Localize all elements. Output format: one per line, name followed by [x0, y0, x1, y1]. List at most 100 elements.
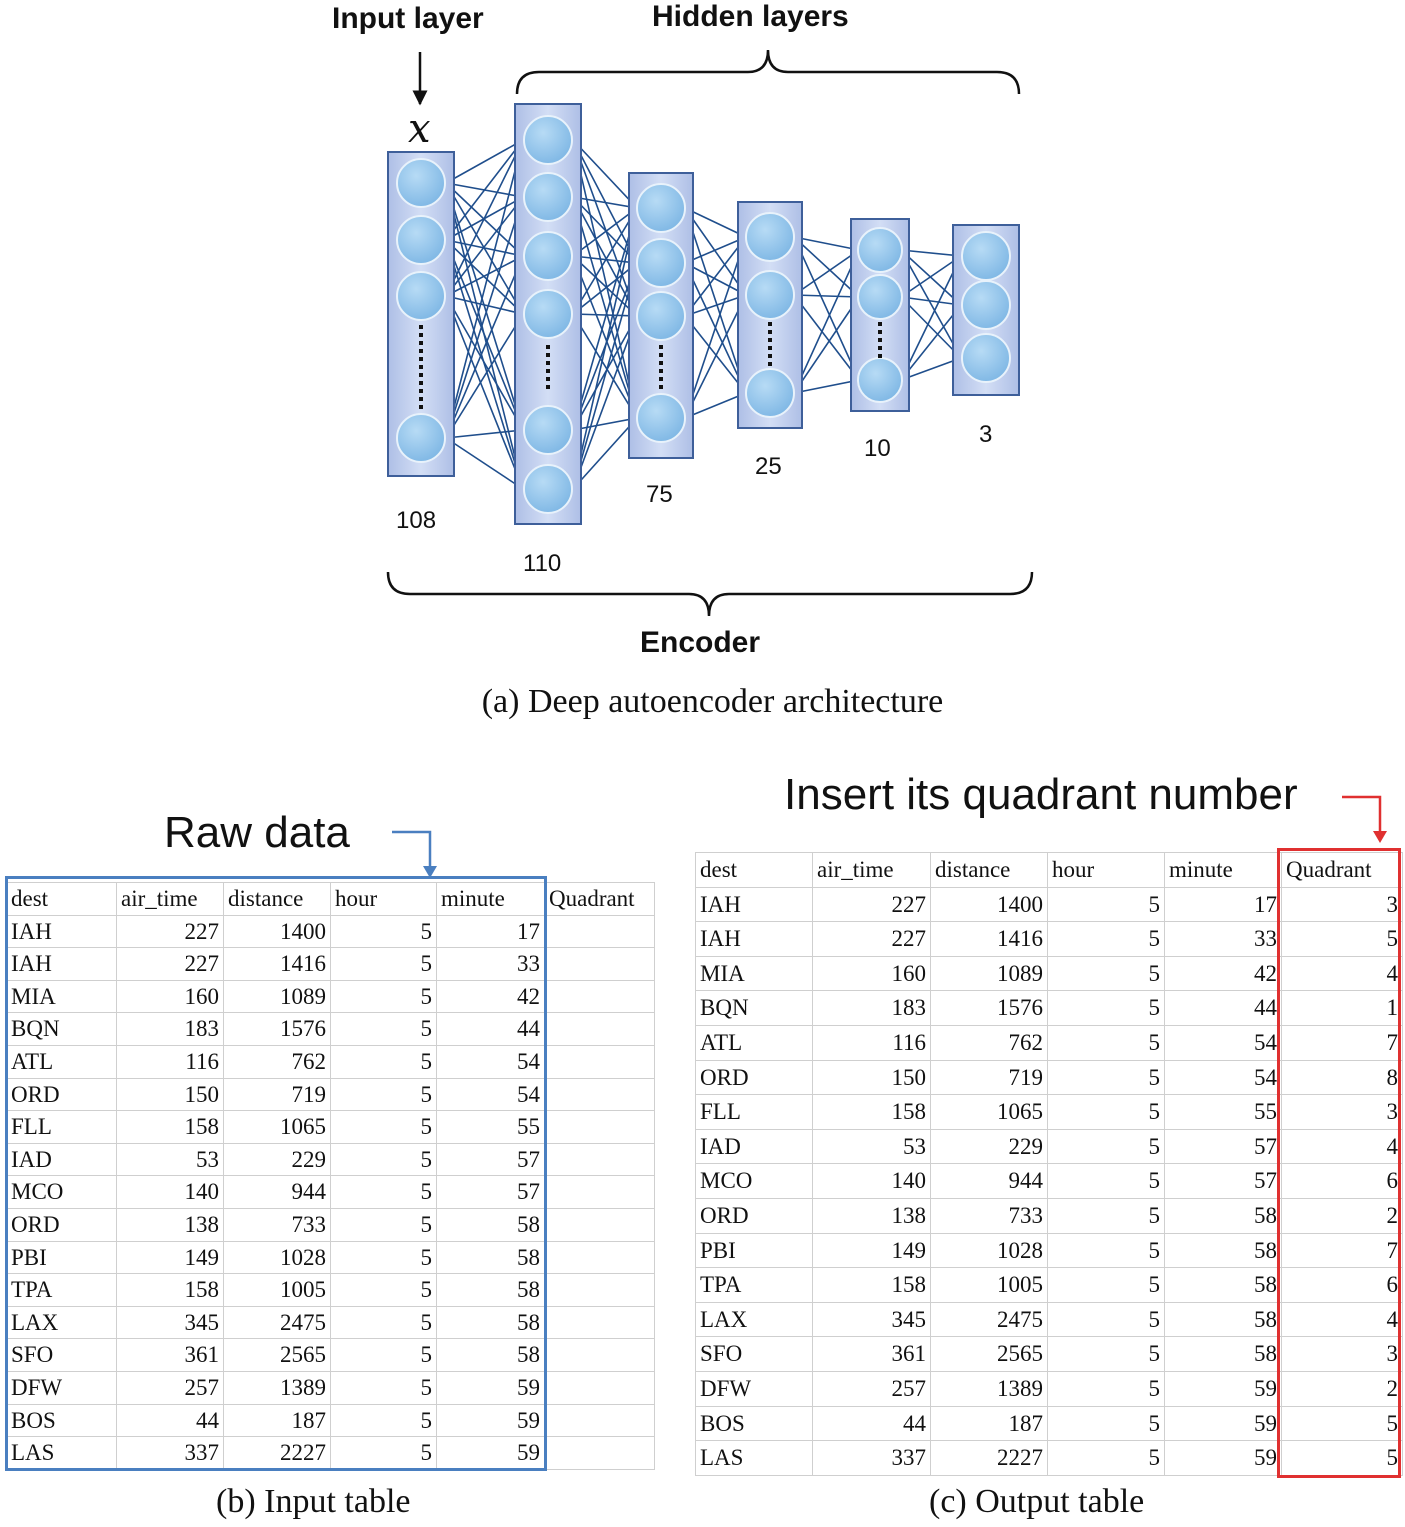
- connection-edge: [684, 262, 747, 296]
- table-cell: 5: [1047, 1232, 1165, 1269]
- table-cell: 59: [436, 1370, 545, 1405]
- table-cell: 58: [436, 1338, 545, 1372]
- column-header: minute: [1164, 852, 1282, 888]
- connection-edge: [684, 236, 747, 264]
- table-cell: 42: [1164, 955, 1282, 992]
- connection-edge: [684, 315, 747, 394]
- connection-edge: [445, 139, 524, 184]
- table-cell: 361: [812, 1336, 931, 1372]
- table-cell: [544, 1175, 655, 1209]
- table-cell: BQN: [6, 1012, 117, 1046]
- neuron-node: [636, 291, 686, 341]
- table-cell: 5: [1047, 921, 1165, 957]
- input-table-caption: (b) Input table: [216, 1483, 411, 1520]
- table-cell: TPA: [6, 1273, 117, 1307]
- table-cell: 5: [1047, 1059, 1165, 1096]
- table-cell: 7: [1281, 1232, 1403, 1269]
- table-cell: 138: [116, 1207, 224, 1242]
- table-cell: [544, 979, 655, 1014]
- table-cell: 5: [330, 1403, 437, 1438]
- table-cell: 44: [436, 1012, 545, 1046]
- table-cell: 158: [812, 1094, 931, 1130]
- connection-edge: [572, 207, 638, 257]
- table-cell: 116: [812, 1024, 931, 1061]
- column-header: minute: [436, 882, 545, 916]
- table-cell: 58: [1164, 1232, 1282, 1269]
- neuron-node: [523, 231, 573, 281]
- neuron-node: [523, 115, 573, 165]
- neuron-node: [961, 231, 1011, 281]
- connection-edge: [900, 255, 962, 381]
- table-cell: 1576: [930, 990, 1048, 1026]
- table-cell: 762: [930, 1024, 1048, 1061]
- table-cell: 158: [116, 1110, 224, 1144]
- table-cell: 5: [1281, 1440, 1403, 1476]
- column-header: hour: [1047, 852, 1165, 888]
- table-cell: 733: [223, 1207, 331, 1242]
- column-header: distance: [930, 852, 1048, 888]
- table-cell: 1089: [930, 955, 1048, 992]
- table-cell: 1028: [930, 1232, 1048, 1269]
- table-cell: 1005: [223, 1273, 331, 1307]
- table-cell: 58: [436, 1240, 545, 1275]
- column-header: distance: [223, 882, 331, 916]
- table-cell: 5: [1281, 1405, 1403, 1442]
- connection-edge: [445, 139, 526, 439]
- table-cell: SFO: [695, 1336, 813, 1372]
- input-symbol: x: [408, 106, 431, 152]
- table-cell: MIA: [6, 979, 117, 1014]
- table-cell: IAH: [695, 921, 813, 957]
- table-cell: 5: [330, 914, 437, 949]
- connection-edge: [900, 304, 962, 381]
- connection-edge: [445, 196, 524, 297]
- connection-edge: [684, 236, 748, 419]
- connection-edge: [572, 315, 639, 490]
- connection-edge: [793, 236, 860, 298]
- table-cell: 337: [812, 1440, 931, 1476]
- connection-edge: [572, 207, 638, 315]
- connection-edge: [572, 262, 639, 490]
- table-cell: 337: [116, 1436, 224, 1470]
- connection-edge: [684, 294, 747, 419]
- table-cell: 58: [436, 1305, 545, 1340]
- connection-edge: [572, 196, 638, 317]
- table-cell: 5: [1281, 921, 1403, 957]
- connection-edge: [572, 139, 638, 209]
- table-cell: 150: [116, 1077, 224, 1112]
- table-cell: 17: [1164, 886, 1282, 923]
- table-cell: [544, 1110, 655, 1144]
- table-cell: TPA: [695, 1267, 813, 1303]
- table-cell: 227: [116, 914, 224, 949]
- table-cell: 4: [1281, 1301, 1403, 1338]
- table-cell: 5: [330, 1240, 437, 1275]
- table-cell: 54: [1164, 1024, 1282, 1061]
- table-cell: 187: [223, 1403, 331, 1438]
- connection-edge: [445, 255, 524, 439]
- table-cell: 57: [436, 1142, 545, 1177]
- column-header: air_time: [116, 882, 224, 916]
- table-cell: 5: [1047, 1197, 1165, 1234]
- column-header: hour: [330, 882, 437, 916]
- table-cell: IAD: [695, 1128, 813, 1165]
- table-cell: 5: [1047, 990, 1165, 1026]
- table-cell: 59: [436, 1436, 545, 1470]
- table-cell: 57: [436, 1175, 545, 1209]
- connection-edge: [572, 139, 640, 419]
- table-cell: 54: [436, 1044, 545, 1079]
- table-cell: 2: [1281, 1370, 1403, 1407]
- neuron-node: [636, 393, 686, 443]
